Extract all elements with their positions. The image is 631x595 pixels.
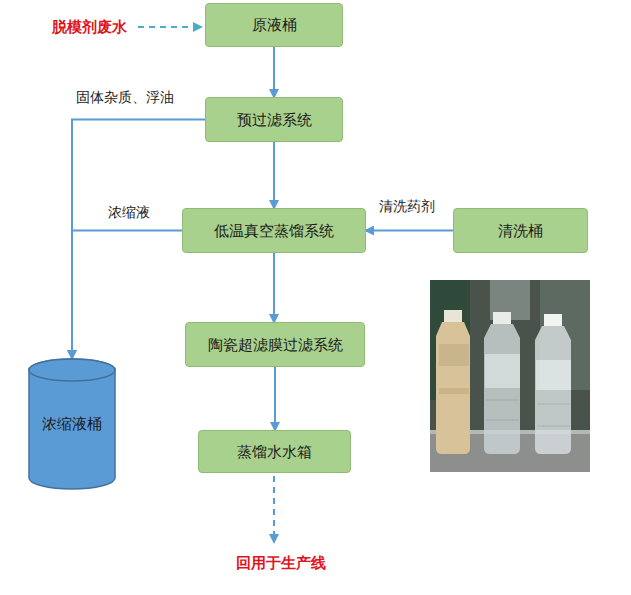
tank-box: 蒸馏水水箱 bbox=[198, 430, 351, 473]
edge-label: 清洗药剂 bbox=[377, 198, 437, 215]
node-label: 预过滤系统 bbox=[237, 111, 312, 129]
node-label: 浓缩液桶 bbox=[42, 415, 102, 433]
flow-arrow bbox=[274, 367, 276, 430]
inflow-dashed-arrow bbox=[138, 26, 201, 28]
process-box: 陶瓷超滤膜过滤系统 bbox=[185, 322, 365, 367]
flow-arrow bbox=[366, 230, 453, 232]
sample-bottles-photo bbox=[430, 280, 590, 472]
flow-arrow bbox=[72, 231, 182, 359]
tank-cylinder: 浓缩液桶 bbox=[28, 358, 116, 490]
tank-box: 原液桶 bbox=[205, 3, 343, 47]
process-box: 低温真空蒸馏系统 bbox=[182, 208, 366, 253]
flow-note: 回用于生产线 bbox=[234, 554, 328, 572]
outflow-dashed-arrow bbox=[273, 476, 275, 542]
flow-note: 脱模剂废水 bbox=[50, 18, 129, 36]
node-label: 陶瓷超滤膜过滤系统 bbox=[208, 336, 343, 354]
node-label: 低温真空蒸馏系统 bbox=[214, 222, 334, 240]
flow-arrow bbox=[273, 47, 275, 97]
node-label: 原液桶 bbox=[252, 16, 297, 34]
node-label: 蒸馏水水箱 bbox=[237, 443, 312, 461]
edge-label: 固体杂质、浮油 bbox=[74, 89, 176, 106]
flow-arrow bbox=[273, 142, 275, 208]
process-box: 预过滤系统 bbox=[205, 97, 343, 142]
edge-label: 浓缩液 bbox=[106, 204, 152, 221]
tank-box: 清洗桶 bbox=[453, 208, 588, 253]
node-label: 清洗桶 bbox=[498, 222, 543, 240]
flow-arrow bbox=[273, 253, 275, 322]
